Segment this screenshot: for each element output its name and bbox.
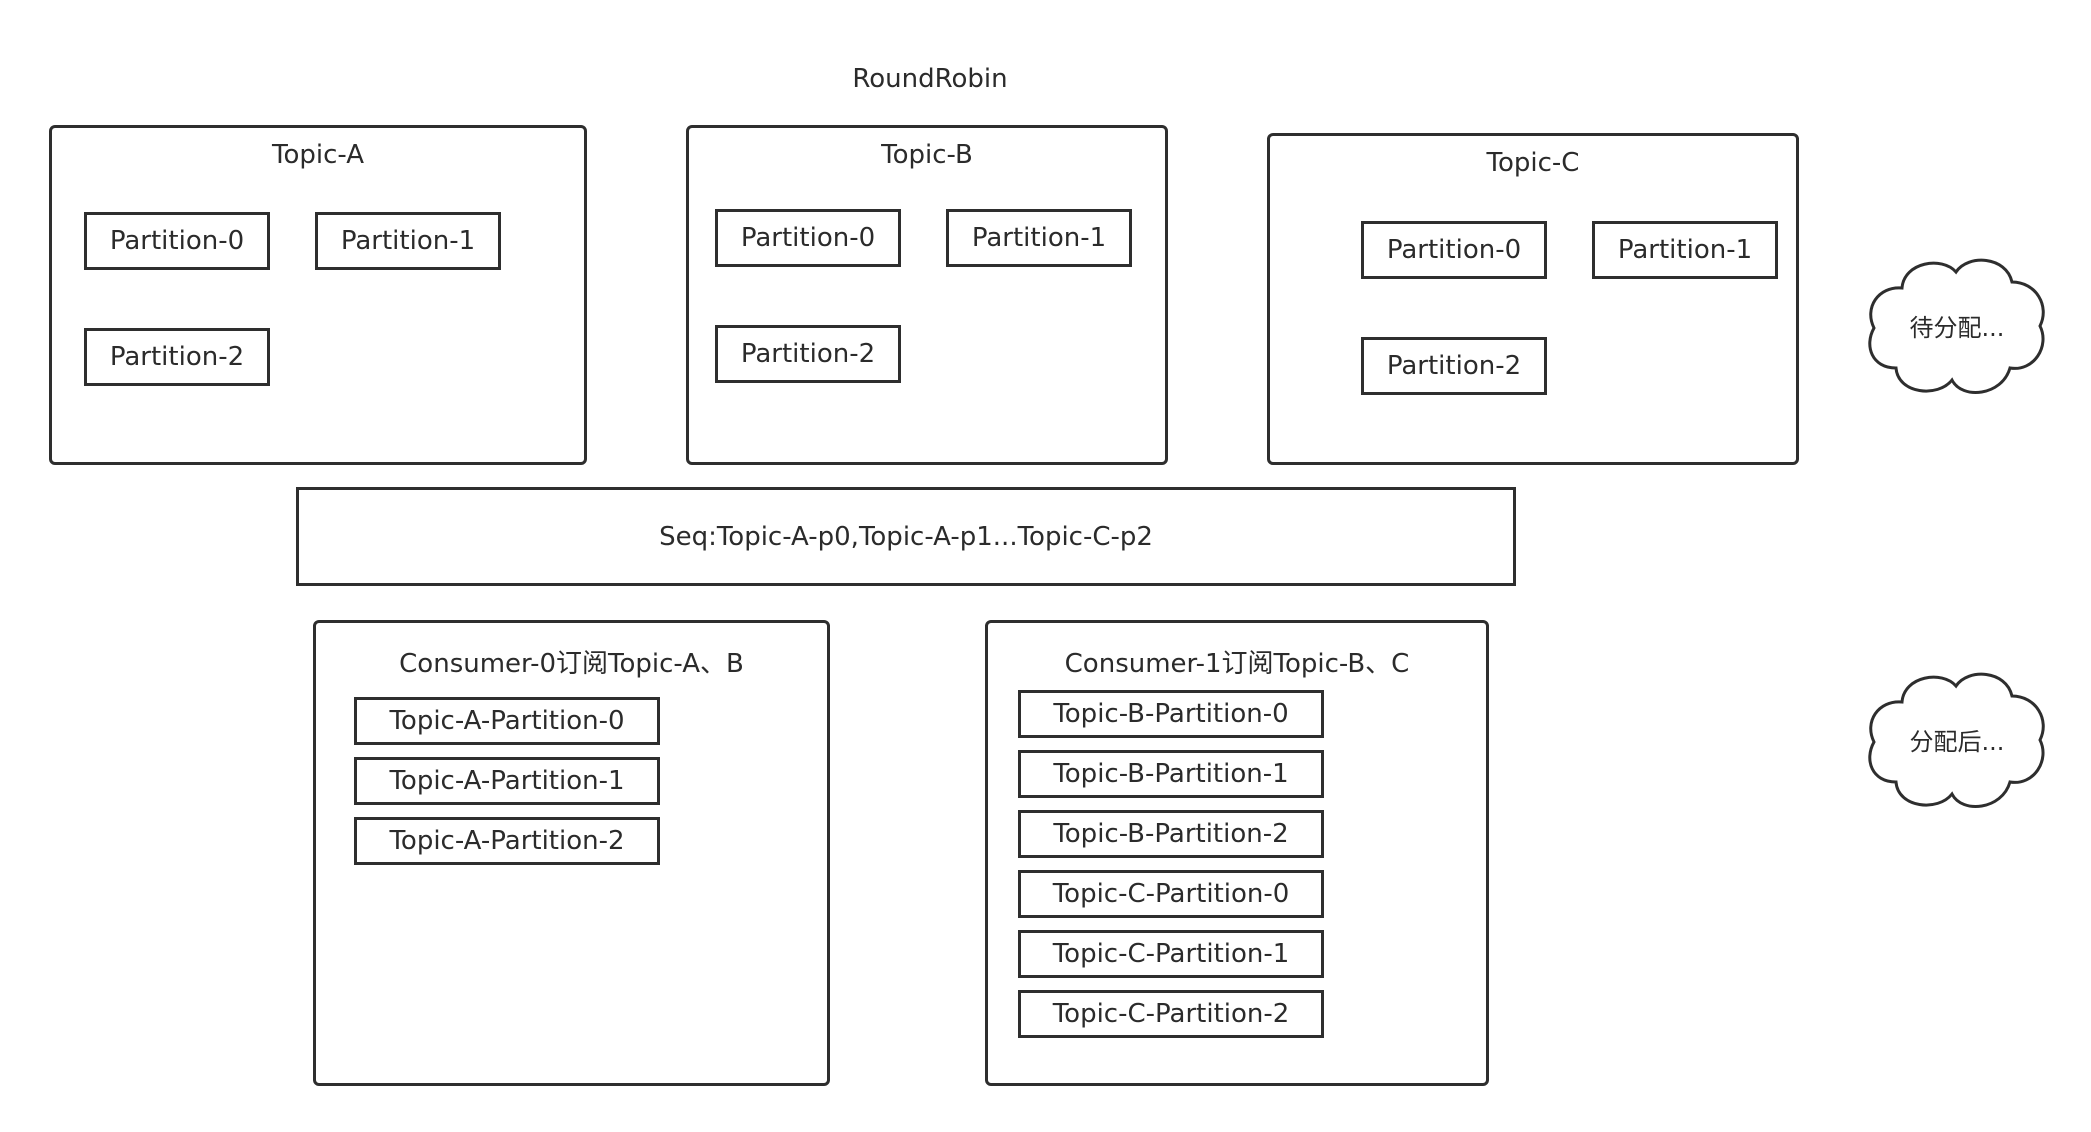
consumer-box-0: Consumer-0订阅Topic-A、B Topic-A-Partition-… bbox=[313, 620, 830, 1086]
topic-title: Topic-B bbox=[881, 140, 973, 170]
cloud-label: 待分配... bbox=[1909, 313, 2005, 342]
partition-box: Partition-0 bbox=[715, 209, 901, 267]
consumer-title: Consumer-0订阅Topic-A、B bbox=[399, 649, 744, 679]
assigned-partition: Topic-B-Partition-0 bbox=[1018, 690, 1324, 738]
assigned-partition: Topic-C-Partition-1 bbox=[1018, 930, 1324, 978]
topic-title: Topic-C bbox=[1486, 148, 1580, 178]
topic-title: Topic-A bbox=[272, 140, 364, 170]
topic-box-b: Topic-B Partition-0 Partition-1 Partitio… bbox=[686, 125, 1168, 465]
assigned-partition: Topic-C-Partition-2 bbox=[1018, 990, 1324, 1038]
cloud-shape-icon bbox=[1868, 258, 2045, 394]
topic-box-a: Topic-A Partition-0 Partition-1 Partitio… bbox=[49, 125, 587, 465]
assigned-partition: Topic-A-Partition-1 bbox=[354, 757, 660, 805]
assigned-partition: Topic-B-Partition-1 bbox=[1018, 750, 1324, 798]
diagram-title: RoundRobin bbox=[852, 64, 1008, 94]
partition-box: Partition-1 bbox=[946, 209, 1132, 267]
assigned-partition: Topic-C-Partition-0 bbox=[1018, 870, 1324, 918]
partition-box: Partition-2 bbox=[84, 328, 270, 386]
topic-box-c: Topic-C Partition-0 Partition-1 Partitio… bbox=[1267, 133, 1799, 465]
partition-box: Partition-1 bbox=[1592, 221, 1778, 279]
pending-cloud: 待分配... bbox=[1864, 250, 2050, 400]
partition-box: Partition-0 bbox=[1361, 221, 1547, 279]
partition-box: Partition-2 bbox=[715, 325, 901, 383]
consumer-title: Consumer-1订阅Topic-B、C bbox=[1064, 649, 1410, 679]
sequence-bar: Seq:Topic-A-p0,Topic-A-p1...Topic-C-p2 bbox=[296, 487, 1516, 586]
consumer-box-1: Consumer-1订阅Topic-B、C Topic-B-Partition-… bbox=[985, 620, 1489, 1086]
partition-box: Partition-2 bbox=[1361, 337, 1547, 395]
assigned-partition: Topic-A-Partition-2 bbox=[354, 817, 660, 865]
cloud-label: 分配后... bbox=[1909, 727, 2005, 756]
partition-box: Partition-0 bbox=[84, 212, 270, 270]
assigned-partition: Topic-A-Partition-0 bbox=[354, 697, 660, 745]
assigned-partition: Topic-B-Partition-2 bbox=[1018, 810, 1324, 858]
partition-box: Partition-1 bbox=[315, 212, 501, 270]
cloud-shape-icon bbox=[1868, 672, 2045, 808]
assigned-cloud: 分配后... bbox=[1864, 664, 2050, 814]
